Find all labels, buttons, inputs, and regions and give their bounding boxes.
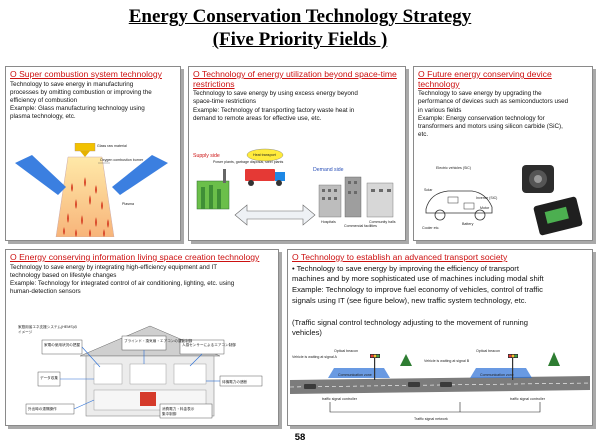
panel-living-space: O Energy conserving information living s… — [5, 249, 279, 426]
page-number: 58 — [294, 432, 306, 443]
fig-label: Glass raw material — [97, 144, 127, 148]
fig-label: Battery — [462, 222, 474, 226]
car-icon — [304, 382, 452, 389]
panel-body: Technology to save energy by using exces… — [193, 90, 401, 123]
fig-label: Communication zone — [338, 373, 372, 377]
panel-line: plasma technology, etc. — [10, 113, 76, 121]
fig-label: Demand side — [313, 167, 344, 173]
fig-label: Cooler etc. — [422, 226, 439, 230]
panel-heading: O Super combustion system technology — [10, 69, 162, 79]
car-outline-icon — [425, 190, 493, 221]
fig-label: 人感センサーによるエアコン制御 — [182, 342, 236, 347]
panel-line: Example: Technology to improve fuel econ… — [292, 285, 543, 295]
fig-label: traffic signal controller — [322, 397, 358, 401]
panel-line: Technology to save energy by using exces… — [193, 90, 358, 98]
panel-line — [292, 307, 588, 318]
panel-body: Technology to save energy by upgrading t… — [418, 90, 588, 139]
fig-label: 家電の使用状況の把握 — [44, 342, 80, 347]
right-burner — [112, 155, 168, 195]
panel-line: Example: Technology of transporting fact… — [193, 106, 355, 114]
fig-label: Supply side — [193, 153, 220, 159]
panel-line: demand to remote areas for effective use… — [193, 114, 322, 122]
panel-line: vehicles) — [292, 328, 322, 338]
fig-label: Plasma — [122, 202, 134, 206]
fig-label: Community halls — [369, 220, 396, 224]
fig-label: ブラインド・換気扇・エアコンの運動制御 — [124, 338, 193, 343]
panel-heading: O Energy conserving information living s… — [10, 252, 260, 262]
panel-line: Example: Technology for integrated contr… — [10, 280, 235, 287]
panel-line: human-detection sensors — [10, 288, 81, 296]
panel-line: • Technology to save energy by improving… — [292, 263, 519, 273]
sic-chip-icon — [533, 196, 583, 236]
fig-label: 消費電力・料金表示 — [162, 406, 195, 411]
fig-label: traffic signal controller — [510, 397, 546, 401]
page-subtitle: (Five Priority Fields ) — [212, 29, 388, 50]
fig-label: Traffic signal network — [414, 417, 448, 421]
panel-line: in various fields — [418, 106, 462, 114]
traffic-signal-illustration: Vehicle is waiting at signal A Optical b… — [290, 349, 590, 421]
fig-label: イメージ — [18, 330, 33, 334]
fig-label: Vehicle is waiting at signal A — [292, 355, 338, 359]
panel-super-combustion: O Super combustion system technology Tec… — [5, 66, 181, 241]
panel-body: Technology to save energy in manufacturi… — [10, 81, 176, 122]
panel-line: technology based on lifestyle changes — [10, 271, 117, 279]
fig-label: Commercial facilities — [344, 224, 377, 228]
panel-line: machines and by more sophisticated use o… — [292, 274, 544, 284]
fig-label: Oxygen combustion burner — [100, 158, 144, 162]
fig-label: Heat transport — [253, 153, 276, 157]
plasma-furnace-illustration: Glass raw material Oxygen combustion bur… — [15, 143, 168, 237]
double-arrow-icon — [234, 204, 316, 226]
hems-illustration: 家庭用省エネ支援システム(HEMS)の イメージ 家電の使用状況の把握 ブライン… — [18, 324, 263, 419]
heat-transport-label — [246, 148, 284, 162]
panel-line: Technology to save energy by integrating… — [10, 263, 218, 271]
fig-label: 外出時の遠隔操作 — [28, 406, 57, 411]
panel-body: • Technology to save energy by improving… — [292, 264, 588, 340]
panel-heading: O Technology to establish an advanced tr… — [292, 252, 508, 262]
panel-transport-society: O Technology to establish an advanced tr… — [287, 249, 593, 426]
fig-label: Power plants, garbage disposal, steel pl… — [213, 160, 284, 164]
panel-line: Example: Glass manufacturing technology … — [10, 105, 145, 113]
fig-label: 家庭用省エネ支援システム(HEMS)の — [18, 324, 78, 329]
panel-energy-utilization: O Technology of energy utilization beyon… — [188, 66, 406, 241]
panel-line: performance of devices such as semicondu… — [418, 98, 569, 106]
fig-label: Inverter (SiC) — [476, 196, 497, 200]
signal-icon — [508, 354, 518, 380]
panel-line: (Traffic signal control technology adjus… — [292, 317, 528, 327]
panel-body: Technology to save energy by integrating… — [10, 264, 274, 297]
fig-label: 待機電力の遮断 — [222, 379, 248, 384]
fig-label: Communication zone — [480, 373, 514, 377]
furnace-body — [55, 156, 115, 237]
panel-line: efficiency of combustion — [10, 97, 78, 104]
fig-label: データ収集 — [40, 375, 58, 380]
heat-transport-illustration: Supply side Demand side Power plants, ga… — [193, 148, 396, 228]
fig-label: Hospitals — [321, 220, 336, 224]
panel-future-devices: O Future energy conserving device techno… — [413, 66, 593, 241]
left-burner — [15, 155, 66, 195]
power-module-icon — [522, 165, 554, 193]
panel-line: Technology to save energy by upgrading t… — [418, 90, 542, 98]
panel-line: space-time restrictions — [193, 98, 256, 106]
fig-label: Optical beacon — [334, 349, 358, 353]
panel-heading: O Technology of energy utilization beyon… — [193, 69, 397, 89]
fig-label: Optical beacon — [476, 349, 500, 353]
truck-icon — [245, 169, 285, 186]
sic-device-illustration: Electric vehicles (SiC) Inverter (SiC) M… — [422, 165, 583, 236]
panel-line: Example: Energy conservation technology … — [418, 114, 545, 122]
fig-label: Solar — [424, 188, 433, 192]
panel-line: etc. — [418, 131, 429, 139]
panel-line: signals using IT (see figure below), new… — [292, 295, 527, 305]
buildings-icon — [318, 176, 394, 218]
fig-label: Vehicle is waiting at signal B — [424, 359, 470, 363]
signal-icon — [370, 354, 380, 380]
tree-icon — [400, 352, 560, 366]
fig-label: Motor — [480, 206, 490, 210]
panel-line: transformers and motors using silicon ca… — [418, 123, 563, 130]
page-title: Energy Conservation Technology Strategy — [128, 6, 472, 27]
panel-line: processes by omitting combustion or impr… — [10, 88, 152, 96]
fig-label: Electric vehicles (SiC) — [436, 166, 471, 170]
panel-heading: O Future energy conserving device techno… — [418, 69, 552, 89]
fig-label: 集中制御 — [162, 411, 177, 416]
panel-line: Technology to save energy in manufacturi… — [10, 80, 134, 88]
